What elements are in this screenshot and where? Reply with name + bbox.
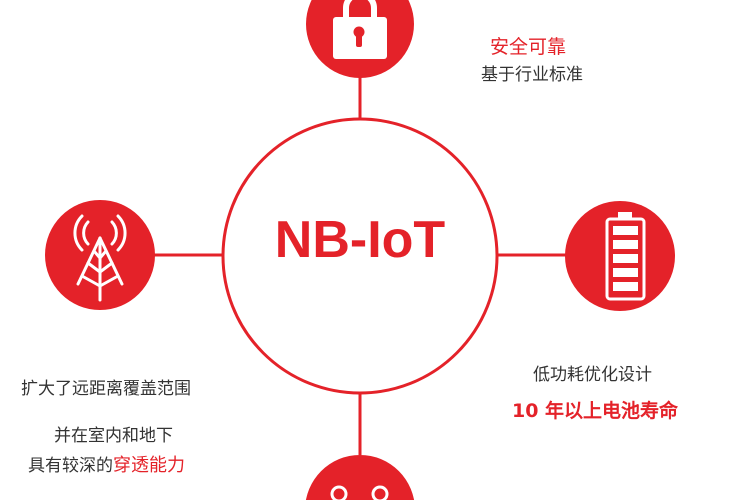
coverage-line-3: 具有较深的穿透能力 — [28, 455, 185, 477]
center-circle — [221, 117, 499, 395]
security-title: 安全可靠 — [490, 36, 567, 58]
node-top-security — [306, 0, 414, 78]
node-right-power — [565, 201, 675, 311]
center-title: NB-IoT — [274, 211, 446, 269]
node-left-coverage — [45, 200, 155, 310]
coverage-line-2: 并在室内和地下 — [54, 426, 173, 446]
coverage-line-1: 扩大了远距离覆盖范围 — [21, 379, 191, 399]
node-bottom-circle — [305, 455, 415, 500]
security-subtitle: 基于行业标准 — [481, 65, 583, 85]
signal-tower-icon — [73, 214, 127, 302]
power-line-2: 10 年以上电池寿命 — [512, 400, 679, 422]
lock-icon — [333, 0, 387, 59]
connector-icon — [330, 485, 389, 500]
coverage-highlight: 穿透能力 — [113, 455, 185, 476]
connector-lines — [150, 75, 570, 455]
node-bottom — [305, 455, 415, 500]
coverage-line-3-prefix: 具有较深的 — [28, 456, 113, 476]
battery-full-icon — [605, 212, 646, 301]
power-line-1: 低功耗优化设计 — [533, 365, 652, 385]
